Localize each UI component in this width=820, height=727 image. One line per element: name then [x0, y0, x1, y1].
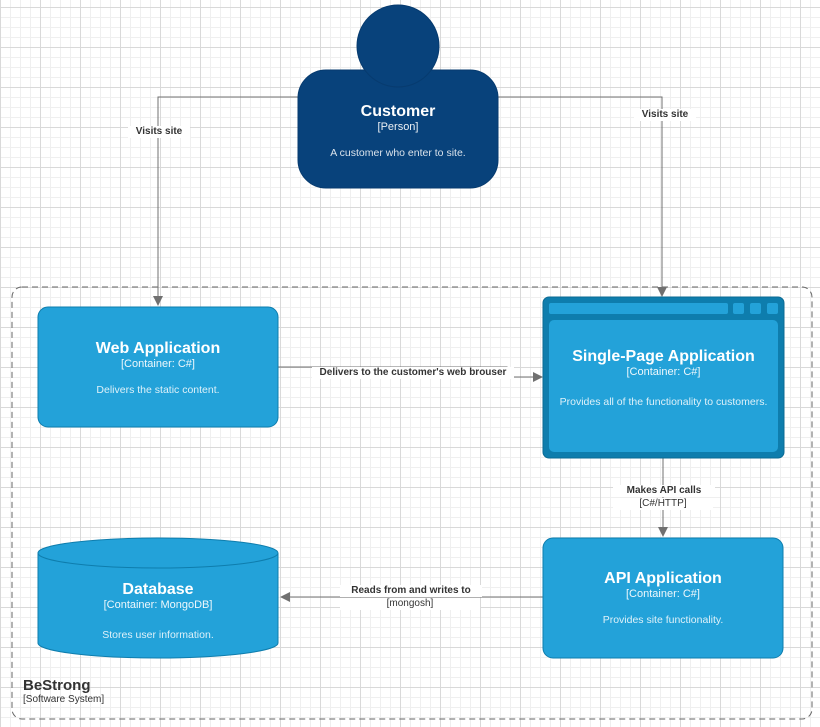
edge-label-visits-spa: Visits site — [634, 109, 696, 121]
api-application-tech: [Container: C#] — [626, 588, 700, 600]
web-application-description: Delivers the static content. — [96, 384, 220, 396]
web-application-name: Web Application — [95, 340, 221, 357]
edge-tech-api-calls: [C#/HTTP] — [613, 498, 713, 510]
edge-label-reads-writes: Reads from and writes to — [340, 585, 482, 597]
boundary-box[interactable] — [11, 286, 813, 720]
spa-name: Single-Page Application — [572, 348, 755, 365]
boundary-name: BeStrong — [23, 677, 91, 694]
api-application-name: API Application — [604, 570, 722, 587]
boundary-type: [Software System] — [23, 694, 105, 705]
database-name: Database — [122, 581, 194, 598]
web-application-tech: [Container: C#] — [121, 358, 195, 370]
edge-label-visits-web: Visits site — [128, 126, 190, 138]
customer-description: A customer who enter to site. — [330, 147, 466, 159]
spa-tech: [Container: C#] — [626, 366, 701, 378]
customer-type: [Person] — [377, 121, 419, 133]
edge-visits-spa[interactable] — [496, 96, 667, 297]
edge-label-delivers: Delivers to the customer's web brouser — [312, 367, 514, 379]
database-description: Stores user information. — [102, 629, 214, 641]
database-cylinder[interactable] — [37, 537, 279, 659]
api-application-box[interactable] — [542, 537, 784, 659]
api-application-description: Provides site functionality. — [602, 614, 724, 626]
edge-tech-reads-writes: [mongosh] — [340, 598, 480, 610]
spa-description: Provides all of the functionality to cus… — [559, 396, 768, 408]
web-application-box[interactable] — [37, 306, 279, 428]
database-tech: [Container: MongoDB] — [103, 599, 213, 611]
edge-label-api-calls: Makes API calls — [613, 485, 715, 497]
customer-person[interactable] — [297, 4, 499, 189]
spa-browser-window[interactable] — [542, 296, 785, 459]
edge-visits-web[interactable] — [153, 96, 300, 306]
customer-name: Customer — [360, 103, 436, 120]
